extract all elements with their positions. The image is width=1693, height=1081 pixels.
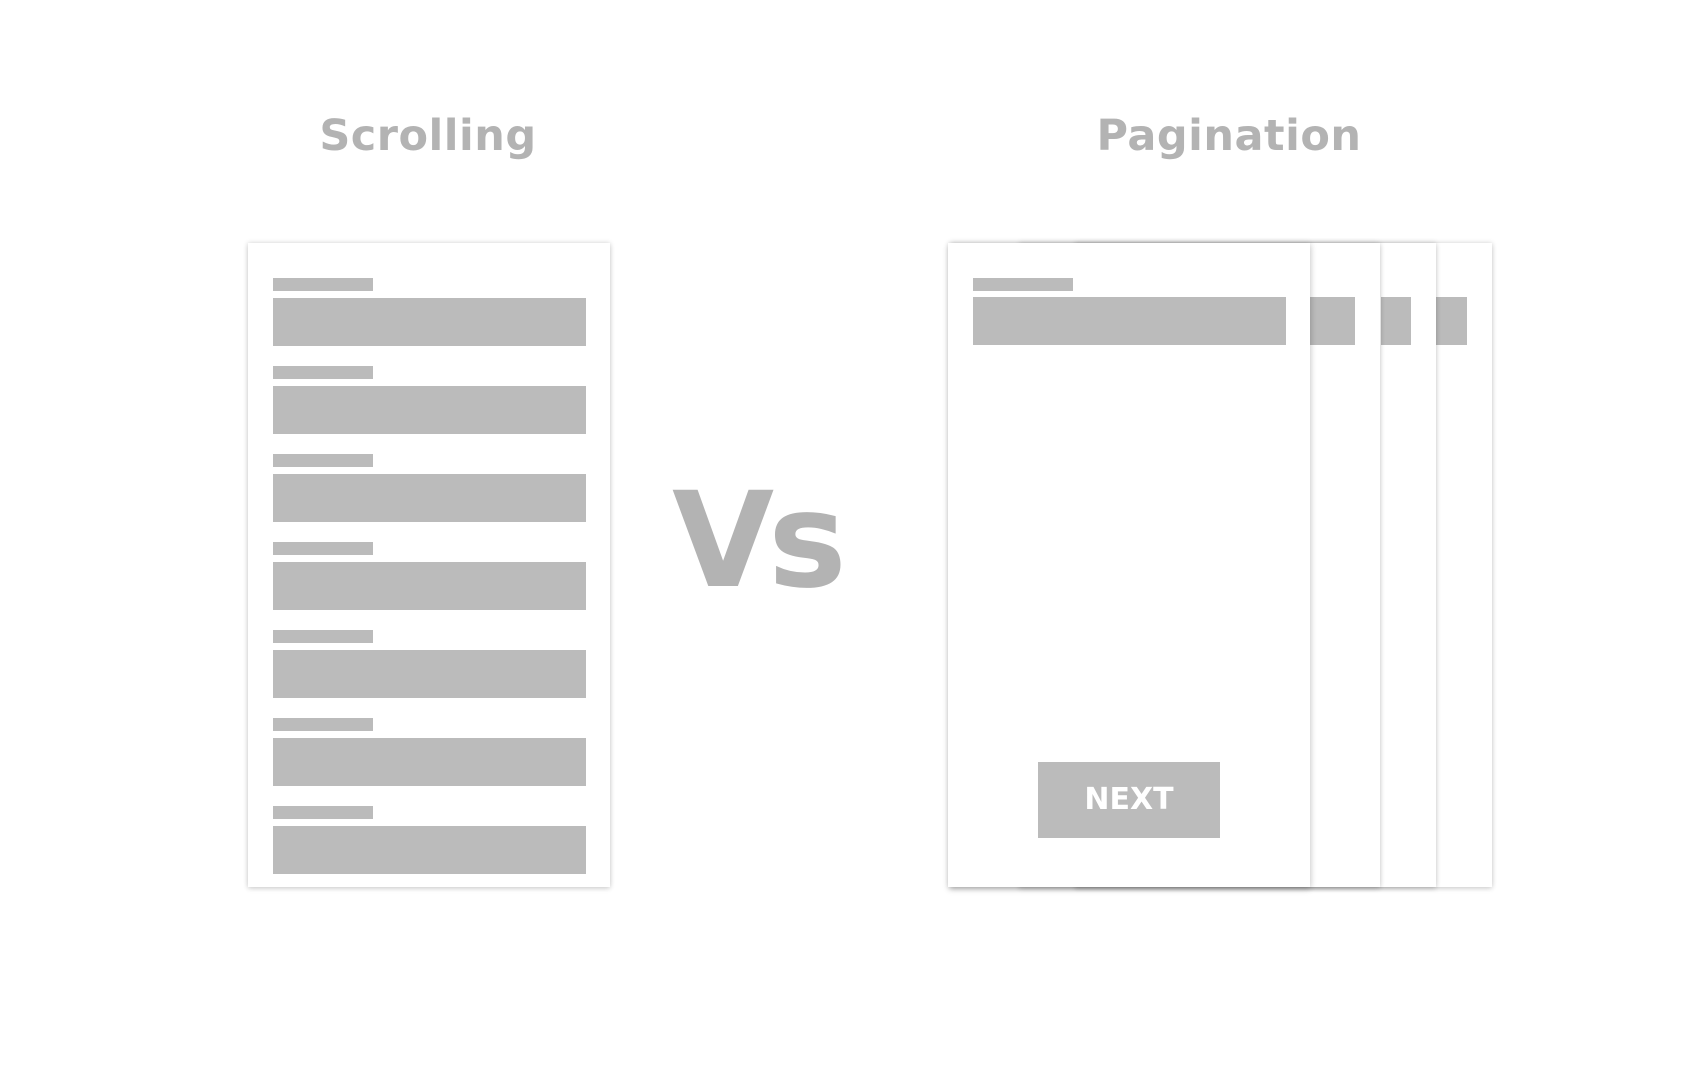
placeholder-field — [1381, 297, 1411, 345]
pagination-title: Pagination — [1096, 111, 1362, 161]
placeholder-field — [273, 298, 586, 346]
placeholder-field — [273, 650, 586, 698]
placeholder-field — [973, 297, 1286, 345]
next-button[interactable]: NEXT — [1038, 762, 1220, 838]
placeholder-field — [1310, 297, 1355, 345]
placeholder-field — [273, 826, 586, 874]
placeholder-label — [273, 278, 373, 291]
list-item — [273, 454, 586, 522]
scrolling-page[interactable] — [248, 243, 610, 887]
placeholder-label — [973, 278, 1073, 291]
placeholder-field — [273, 738, 586, 786]
placeholder-field — [273, 474, 586, 522]
placeholder-label — [273, 366, 373, 379]
placeholder-field — [273, 386, 586, 434]
scrolling-title: Scrolling — [319, 111, 537, 161]
list-item — [273, 718, 586, 786]
placeholder-label — [273, 454, 373, 467]
list-item — [273, 630, 586, 698]
list-item — [273, 542, 586, 610]
placeholder-field — [273, 562, 586, 610]
list-item — [273, 278, 586, 346]
placeholder-label — [273, 542, 373, 555]
list-item — [273, 806, 586, 874]
list-item — [273, 366, 586, 434]
placeholder-label — [273, 630, 373, 643]
versus-text: Vs — [672, 464, 847, 618]
placeholder-label — [273, 806, 373, 819]
paginated-page: NEXT — [948, 243, 1310, 887]
placeholder-label — [273, 718, 373, 731]
placeholder-field — [1435, 297, 1467, 345]
